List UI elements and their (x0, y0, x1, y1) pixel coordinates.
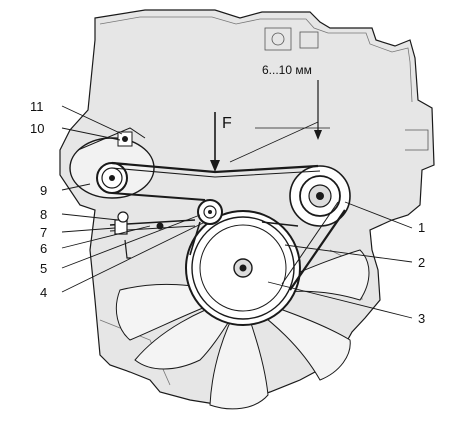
belt-to-crank (189, 221, 201, 256)
callout-numbers: 1 2 3 4 5 6 7 8 9 10 11 (30, 99, 425, 326)
callout-4: 4 (40, 285, 47, 300)
tensioner-pulley (197, 199, 223, 225)
deflection-value: 6...10 мм (262, 63, 312, 77)
callout-5: 5 (40, 261, 47, 276)
fan-blade-3 (247, 299, 351, 381)
crankshaft-pulley (185, 210, 301, 326)
force-indicator: F (210, 112, 232, 172)
callout-1: 1 (418, 220, 425, 235)
callout-3: 3 (418, 311, 425, 326)
force-label: F (222, 115, 232, 132)
fan-blade-2 (209, 305, 269, 410)
lower-belt-left (111, 192, 206, 201)
belt-pump-to-crank (289, 209, 346, 291)
water-pump-pulley (289, 165, 351, 227)
leader-lines (61, 105, 413, 319)
callout-10: 10 (30, 121, 44, 136)
adjusting-bar (109, 211, 196, 259)
callout-6: 6 (40, 241, 47, 256)
callout-11: 11 (30, 99, 44, 114)
callout-9: 9 (40, 183, 47, 198)
callout-2: 2 (418, 255, 425, 270)
deflection-dimension: 6...10 мм (229, 63, 330, 163)
callout-8: 8 (40, 207, 47, 222)
callout-7: 7 (40, 225, 47, 240)
